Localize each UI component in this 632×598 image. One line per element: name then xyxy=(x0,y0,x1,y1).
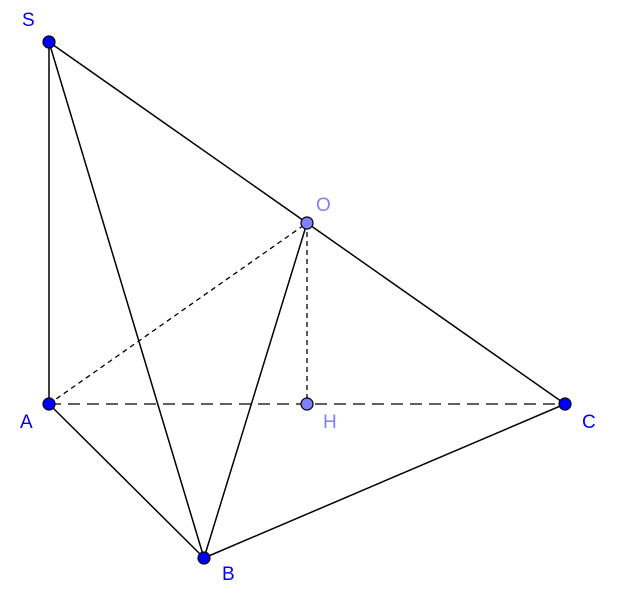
edges-layer xyxy=(48,41,566,559)
edge-OB xyxy=(203,222,308,559)
point-label-A: A xyxy=(20,412,33,433)
point-label-B: B xyxy=(222,564,235,585)
point-H[interactable] xyxy=(300,397,314,411)
point-S[interactable] xyxy=(42,35,56,49)
edge-BC xyxy=(203,403,566,559)
edge-SB xyxy=(48,41,205,559)
point-B[interactable] xyxy=(197,551,211,565)
point-label-C: C xyxy=(582,412,596,433)
point-O[interactable] xyxy=(300,216,314,230)
point-C[interactable] xyxy=(558,397,572,411)
point-label-O: O xyxy=(316,195,331,216)
points-layer xyxy=(42,35,572,565)
point-label-S: S xyxy=(22,10,35,31)
point-label-H: H xyxy=(323,412,337,433)
edge-AB xyxy=(48,403,205,559)
labels-layer: S A B C O H xyxy=(20,10,596,585)
edge-AO xyxy=(48,222,308,405)
point-A[interactable] xyxy=(42,397,56,411)
